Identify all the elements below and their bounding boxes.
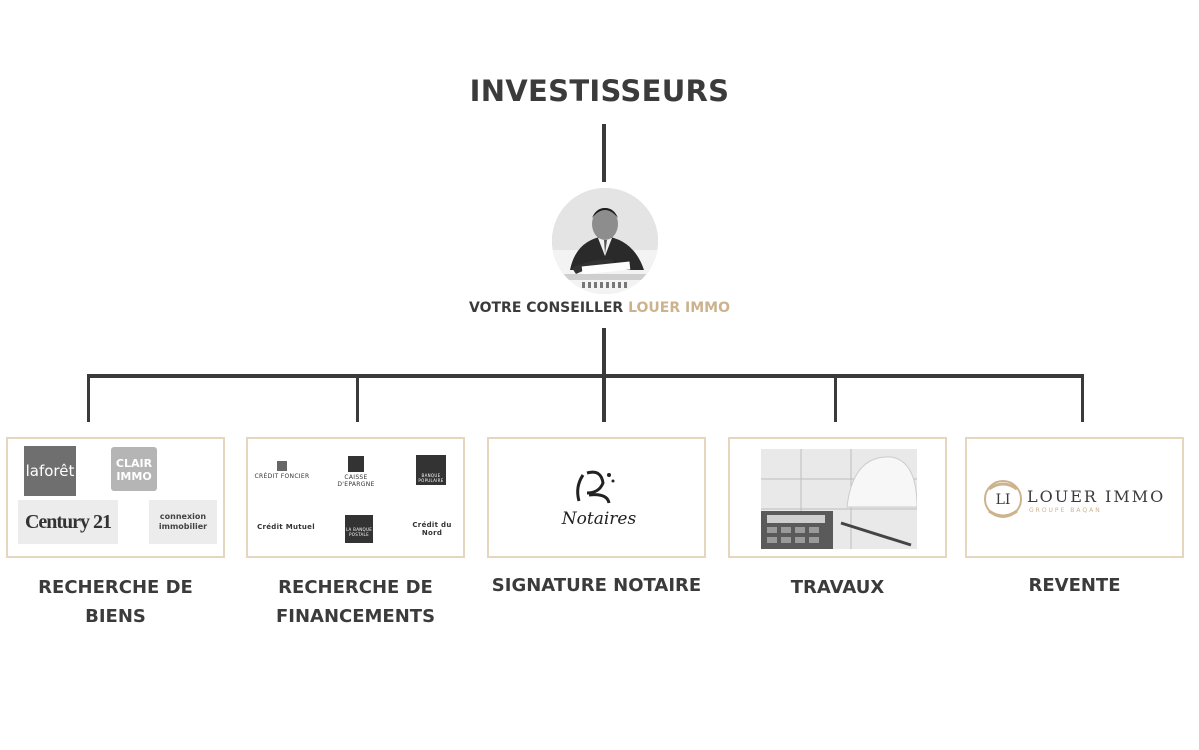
caption-notaire: SIGNATURE NOTAIRE	[491, 575, 702, 596]
connexion-immobilier-logo: connexion immobilier	[149, 500, 217, 544]
notaires-logo-text: Notaires	[561, 509, 637, 529]
clair-immo-logo: CLAIR IMMO	[111, 447, 157, 491]
caption-financements: RECHERCHE DE FINANCEMENTS	[275, 577, 436, 627]
louer-immo-logo-text: LOUER IMMO	[1027, 487, 1166, 506]
caisse-epargne-logo: CAISSE D'EPARGNE	[328, 456, 384, 488]
louer-immo-crest-icon: LI	[984, 480, 1022, 518]
step-box-travaux	[728, 437, 947, 558]
step-box-financements: CRÉDIT FONCIER CAISSE D'EPARGNE BANQUE P…	[246, 437, 465, 558]
louer-immo-monogram: LI	[996, 492, 1011, 508]
laforet-logo: laforêt	[24, 446, 76, 496]
connector-branch-5	[1081, 374, 1084, 422]
construction-plans-image	[761, 449, 917, 549]
advisor-brand: LOUER IMMO	[628, 300, 730, 316]
step-box-recherche-biens: laforêt CLAIR IMMO Century 21 connexion …	[6, 437, 225, 558]
connector-horizontal	[87, 374, 1084, 378]
connector-branch-3	[602, 374, 606, 422]
advisor-avatar	[552, 188, 658, 294]
louer-immo-logo-subtext: GROUPE BAQAN	[1029, 507, 1102, 514]
advisor-label: VOTRE CONSEILLER LOUER IMMO	[0, 300, 1199, 316]
banque-postale-logo: LA BANQUE POSTALE	[345, 515, 373, 543]
credit-du-nord-logo: Crédit du Nord	[412, 521, 452, 537]
caption-recherche-biens: RECHERCHE DE BIENS	[38, 577, 193, 627]
step-box-revente: LI LOUER IMMO GROUPE BAQAN	[965, 437, 1184, 558]
connector-advisor-down	[602, 328, 606, 378]
banque-populaire-logo: BANQUE POPULAIRE	[416, 455, 446, 485]
step-box-notaire: Notaires	[487, 437, 706, 558]
caption-travaux: TRAVAUX	[790, 577, 885, 598]
connector-branch-1	[87, 374, 90, 422]
connector-branch-2	[356, 374, 359, 422]
credit-mutuel-logo: Crédit Mutuel	[257, 523, 315, 531]
century21-logo: Century 21	[18, 500, 118, 544]
connector-branch-4	[834, 374, 837, 422]
caisse-epargne-icon	[348, 456, 364, 472]
advisor-prefix: VOTRE CONSEILLER	[469, 300, 624, 316]
advisor-photo	[552, 188, 658, 294]
connector-top	[602, 124, 606, 182]
credit-foncier-icon	[277, 461, 287, 471]
caption-revente: REVENTE	[1028, 575, 1121, 596]
diagram-title: INVESTISSEURS	[469, 74, 730, 108]
notaires-emblem-icon	[576, 470, 615, 504]
credit-foncier-logo: CRÉDIT FONCIER	[254, 461, 310, 480]
